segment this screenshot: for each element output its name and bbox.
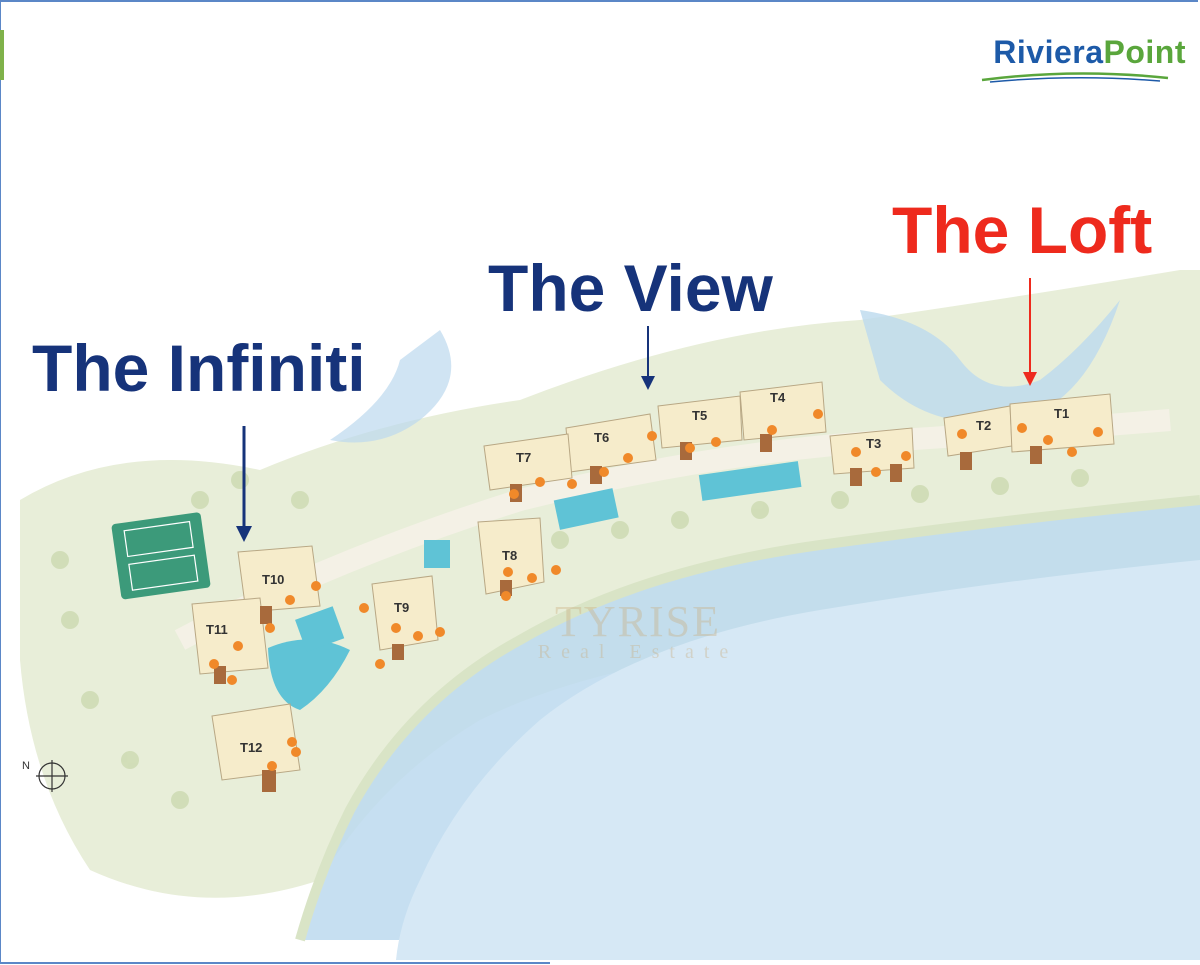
tower-label-t10: T10 xyxy=(262,572,285,587)
tower-label-t3: T3 xyxy=(866,436,882,451)
tower-label-t7: T7 xyxy=(516,450,532,465)
watermark-line-2: Real Estate xyxy=(537,641,739,663)
bottom-rule xyxy=(0,962,550,964)
tree-belt xyxy=(51,469,1089,809)
tower-label-t11: T11 xyxy=(206,622,228,637)
view-arrow xyxy=(641,326,655,390)
infiniti-arrow xyxy=(236,426,252,542)
zone-label-the-loft: The Loft xyxy=(892,193,1153,267)
tower-label-t6: T6 xyxy=(594,430,610,445)
tower-label-t4: T4 xyxy=(770,390,786,405)
tower-label-t1: T1 xyxy=(1054,406,1070,421)
tower-label-t2: T2 xyxy=(976,418,992,433)
riviera-point-logo: RivieraPoint xyxy=(993,34,1186,71)
logo-part-1: Riviera xyxy=(993,34,1104,70)
tower-buildings xyxy=(191,381,1115,781)
land-area xyxy=(20,270,1200,898)
zone-label-the-infiniti: The Infiniti xyxy=(32,331,366,405)
pool-view xyxy=(698,461,802,501)
tower-label-t8: T8 xyxy=(502,548,518,563)
loft-arrow xyxy=(1023,278,1037,386)
unit-markers xyxy=(209,409,1103,771)
logo-part-2: Point xyxy=(1103,34,1186,70)
watermark-line-1: TYRISE xyxy=(555,597,721,646)
side-accent-bar xyxy=(0,30,4,80)
inland-water-2 xyxy=(330,330,452,443)
watermark: TYRISE Real Estate xyxy=(488,596,788,664)
pool-small xyxy=(424,540,450,568)
pool-infiniti xyxy=(268,639,350,710)
pool-view-2 xyxy=(553,488,619,530)
pool-infiniti-2 xyxy=(295,606,345,652)
zone-label-the-view: The View xyxy=(488,251,773,325)
compass-rose xyxy=(36,760,68,792)
tower-label-t12: T12 xyxy=(240,740,263,755)
tower-label-t5: T5 xyxy=(692,408,708,423)
building-wings xyxy=(214,434,1042,792)
inland-water xyxy=(860,300,1120,422)
compass-north-label: N xyxy=(22,760,30,772)
tennis-court xyxy=(111,512,211,600)
tower-label-t9: T9 xyxy=(394,600,410,615)
logo-swoosh-icon xyxy=(981,72,1169,83)
